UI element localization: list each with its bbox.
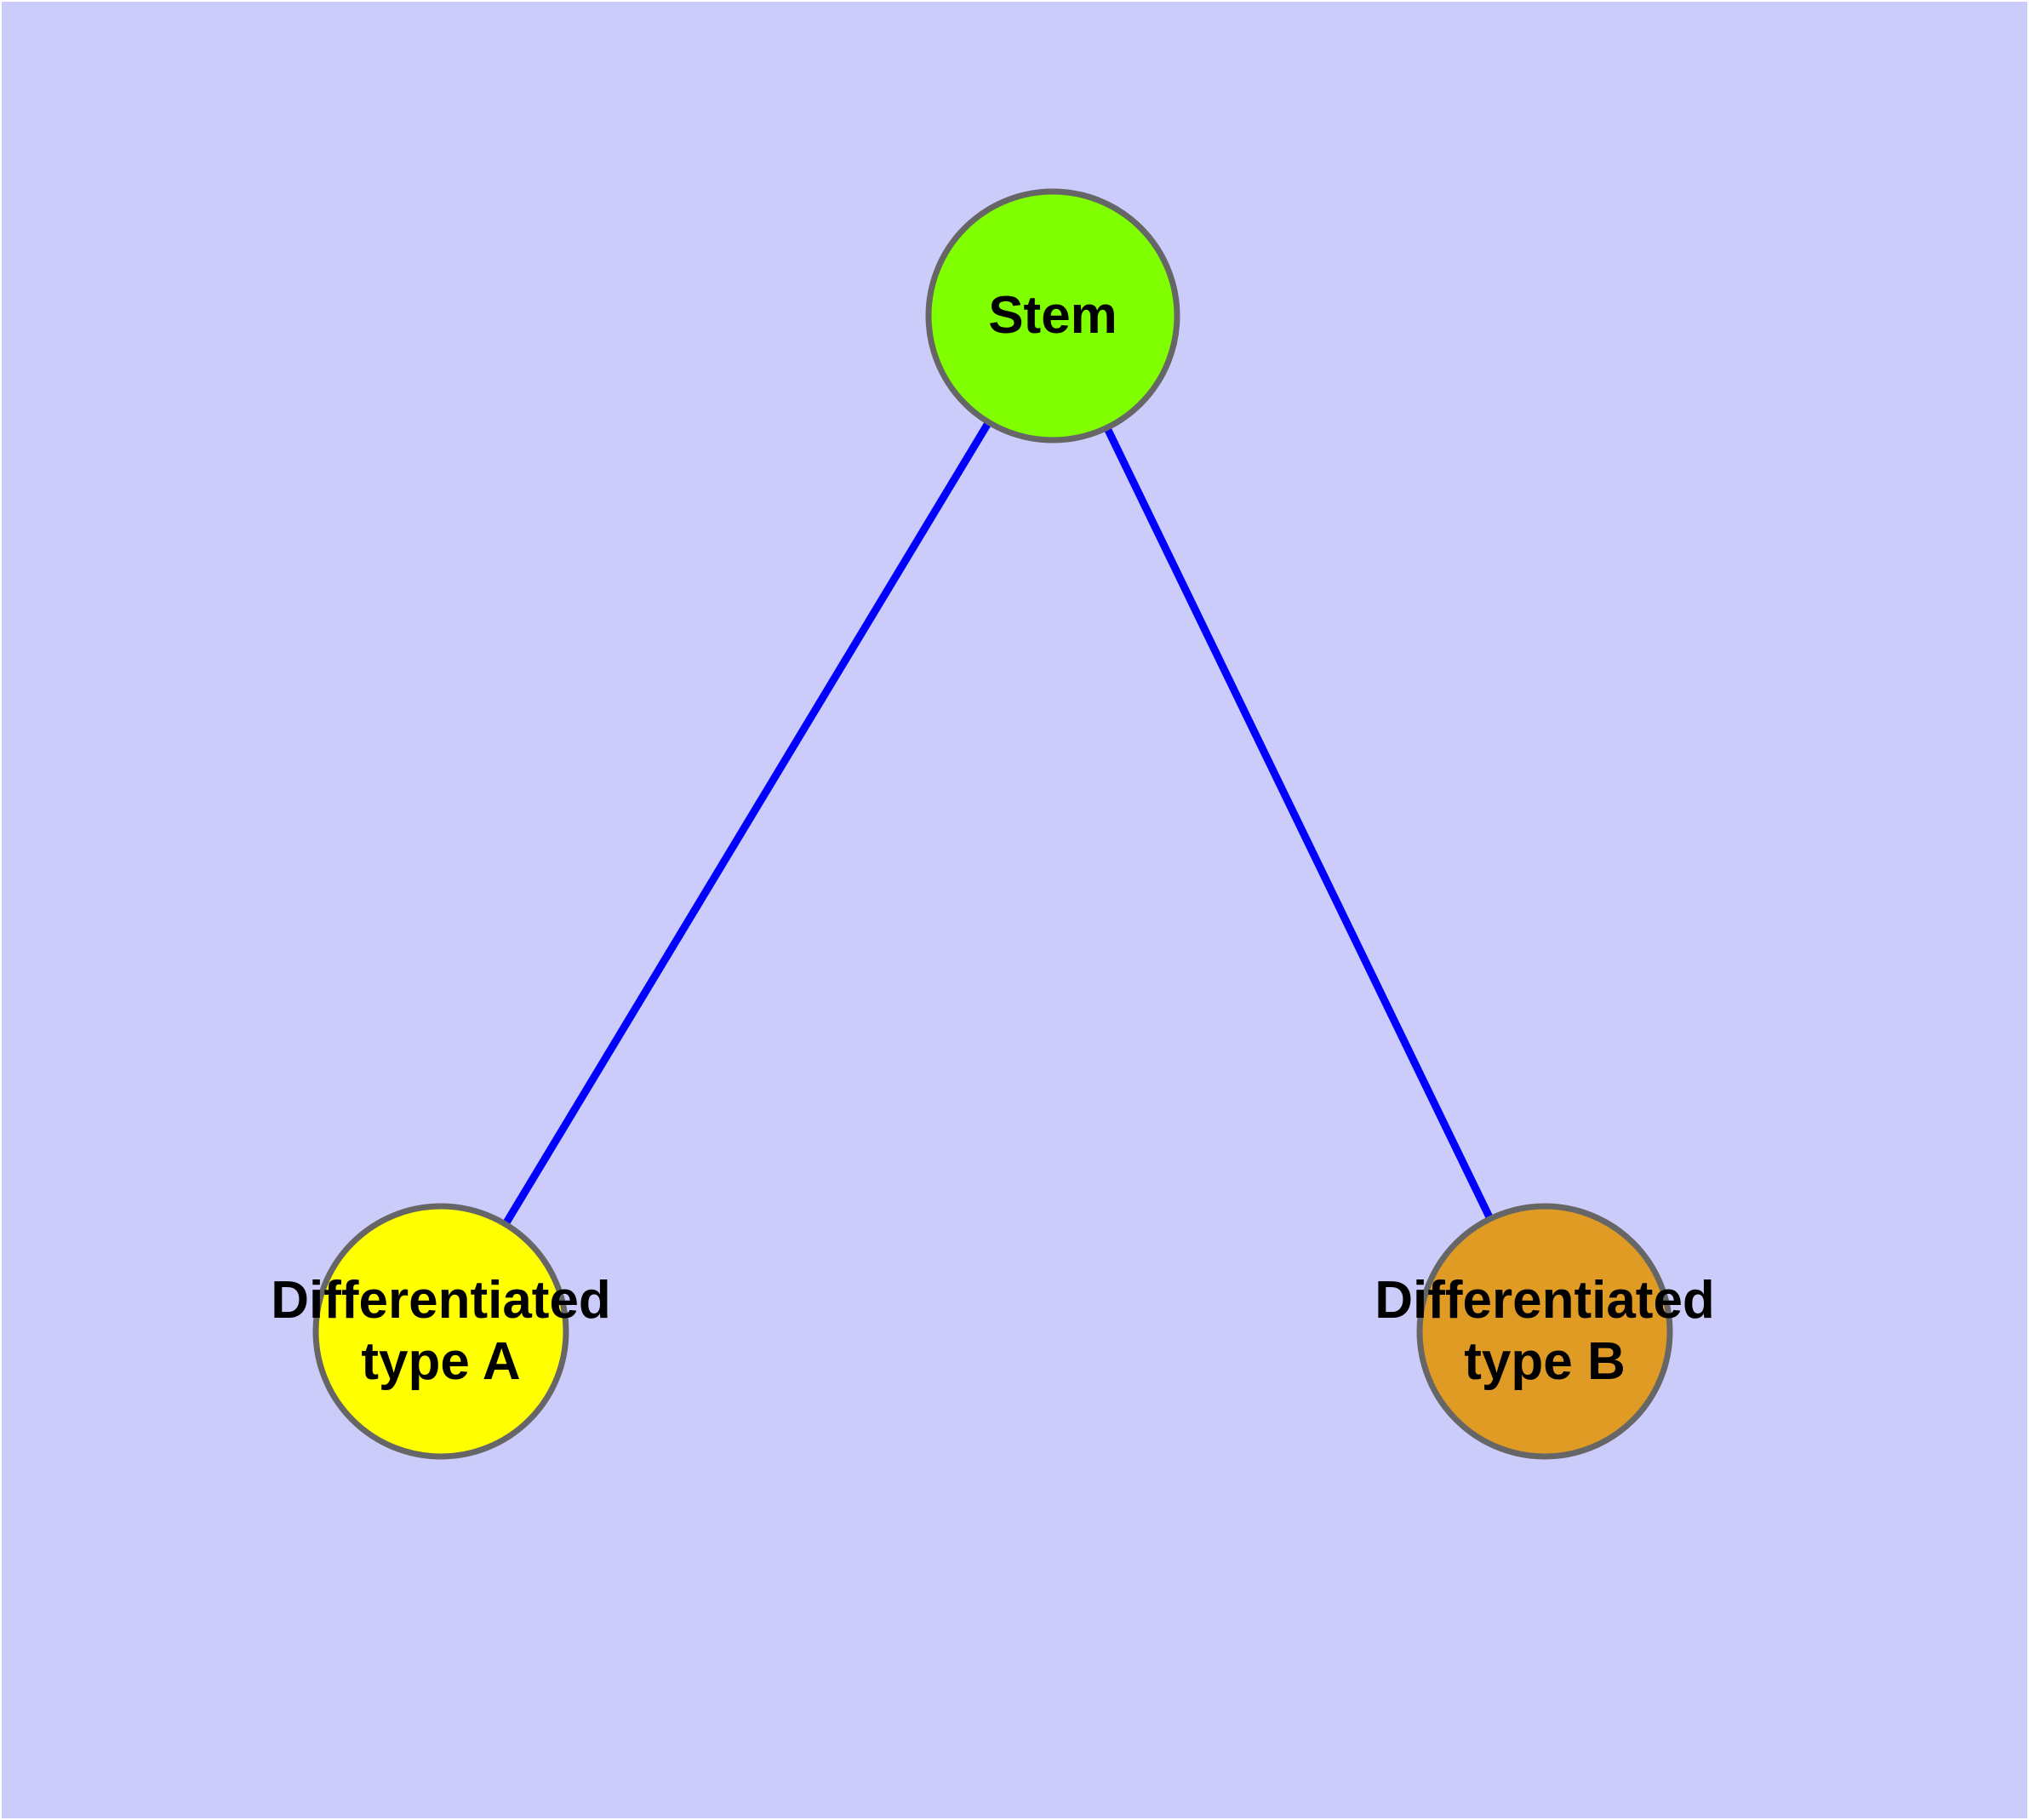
edges-layer [437,313,1549,1334]
node-stem-circle[interactable] [925,188,1180,444]
node-label-line: Stem [988,287,1117,346]
node-label-line: Differentiated [1375,1272,1715,1331]
node-label-line: type A [361,1332,520,1391]
node-differentiated-type-a[interactable] [312,1203,569,1460]
nodes-layer [312,188,1673,1460]
node-label-line: Differentiated [271,1272,611,1331]
node-differentiated-type-b[interactable] [1416,1203,1673,1460]
node-differentiated-type-b-circle[interactable] [1416,1203,1673,1460]
node-differentiated-type-a-circle[interactable] [312,1203,569,1460]
node-label-line: type B [1464,1332,1625,1391]
node-stem[interactable] [925,188,1180,444]
edge-stem-to-differentiated-a[interactable] [437,313,1056,1334]
node-stem-label: Stem [988,287,1117,346]
edge-stem-to-differentiated-b[interactable] [1049,314,1549,1333]
